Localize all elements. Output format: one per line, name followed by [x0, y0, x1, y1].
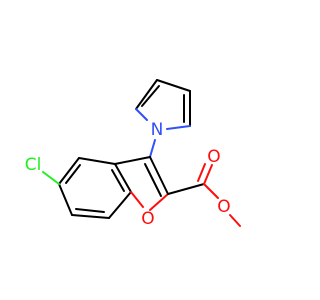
- molecule-structure-diagram: Cl N O O O: [25, 79, 241, 229]
- bond: [135, 79, 158, 110]
- pyrrole-nitrogen-label: N: [151, 120, 164, 140]
- bond: [156, 79, 191, 92]
- furan-oxygen-label: O: [141, 209, 154, 229]
- carbonyl-oxygen-label: O: [207, 147, 220, 167]
- bond: [111, 169, 125, 192]
- bond: [114, 163, 132, 193]
- bond: [75, 208, 105, 213]
- chlorine-label: Cl: [25, 155, 42, 175]
- bond: [78, 157, 116, 165]
- bond: [144, 163, 162, 197]
- ester-oxygen-label: O: [217, 197, 230, 217]
- bond: [108, 191, 132, 219]
- bond: [167, 183, 205, 195]
- bond: [203, 183, 219, 199]
- ester-group: [167, 163, 241, 227]
- bond: [65, 164, 81, 184]
- bond: [130, 191, 144, 208]
- bond: [141, 85, 160, 107]
- bond: [71, 214, 110, 219]
- pyrrole-ring: [135, 79, 191, 130]
- bond: [114, 156, 151, 165]
- bond: [42, 171, 60, 185]
- bond: [58, 157, 80, 185]
- furan-ring: [114, 156, 169, 211]
- bond: [149, 139, 156, 158]
- bond: [203, 164, 213, 185]
- bond: [149, 193, 169, 211]
- bond: [197, 163, 206, 182]
- bond: [166, 125, 191, 130]
- bond: [135, 108, 148, 121]
- benzene-ring: [58, 157, 132, 219]
- bond: [229, 214, 241, 227]
- bond: [149, 156, 169, 195]
- bond: [58, 183, 73, 216]
